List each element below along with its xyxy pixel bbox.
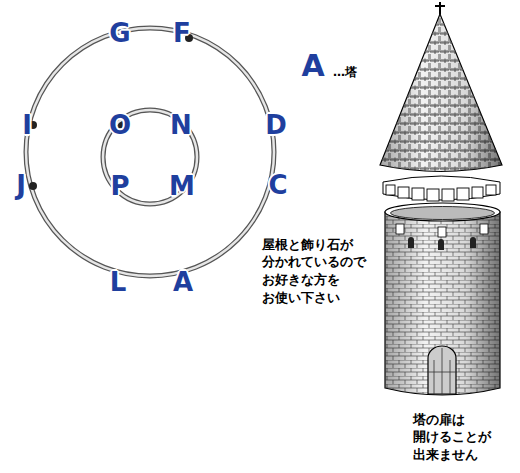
legend-letter: A [301,51,324,81]
point-letter: N [170,112,192,138]
point-letter: M [169,173,195,199]
point-letter: C [268,172,287,198]
point-letter: O [109,112,131,138]
point-letter: I [22,112,32,138]
point-letter: L [110,269,127,295]
point-letter: J [16,172,26,198]
legend-text: …塔 [333,64,357,81]
point-letter: F [173,20,191,46]
point-letter: D [265,112,287,138]
point-letter: A [173,269,193,295]
point-letter: P [110,173,129,199]
note-text: 屋根と飾り石が 分かれているので お好きな方を お使い下さい [262,236,370,306]
point-letter: G [109,20,130,46]
note-text: 塔の扉は 開けることが 出来ません [413,411,496,464]
